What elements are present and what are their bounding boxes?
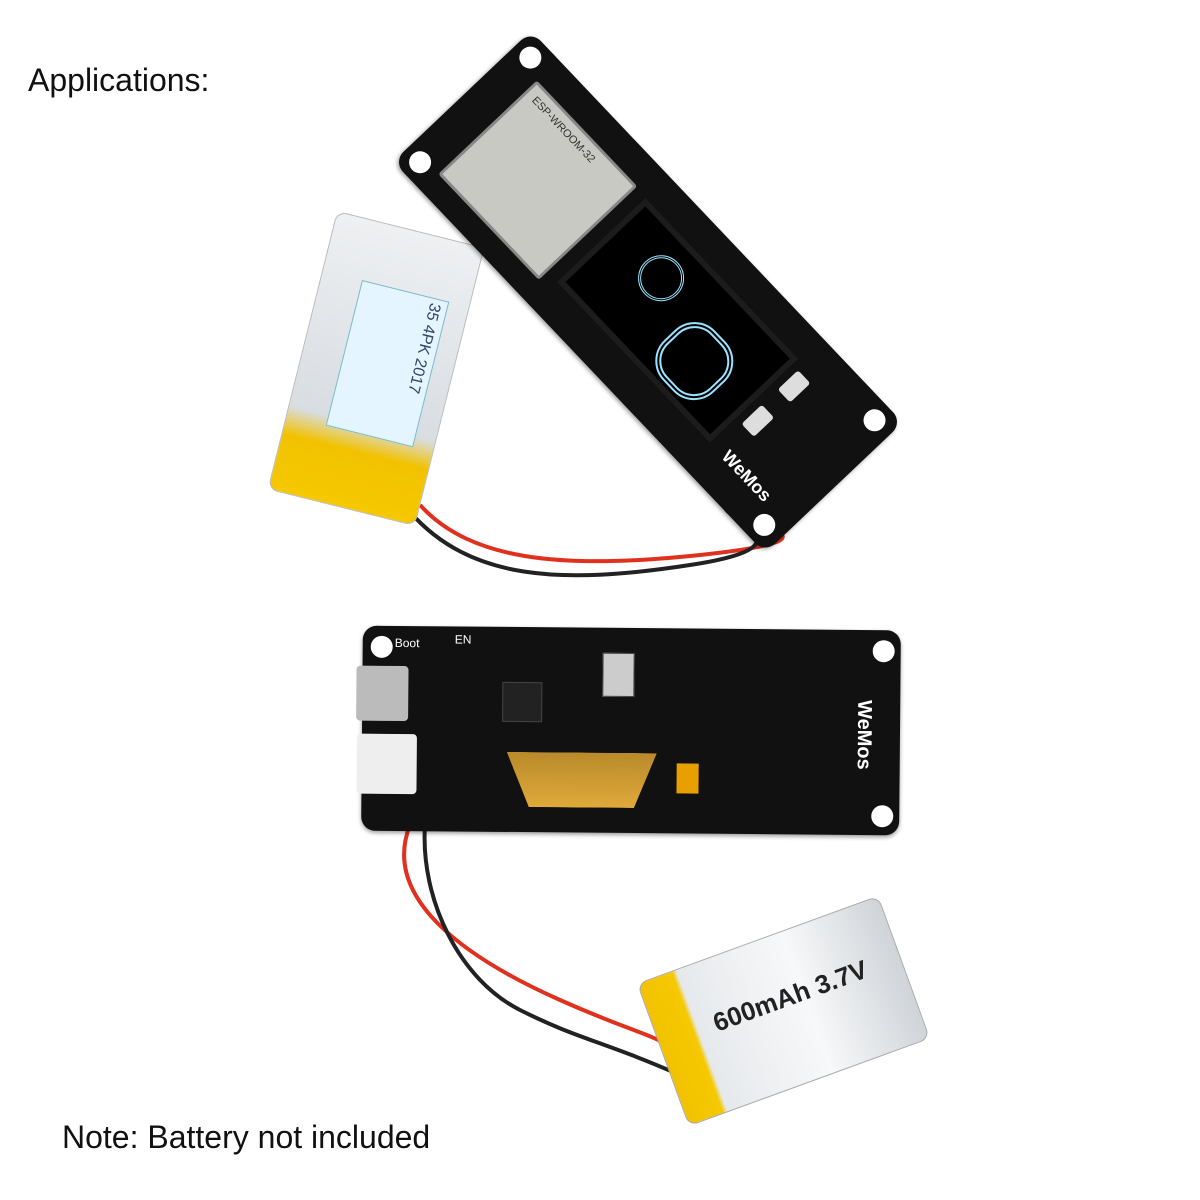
oled-ring-small (628, 245, 694, 311)
boot-label: Boot (394, 635, 420, 651)
en-button[interactable] (777, 370, 811, 403)
wemos-logo: WeMos (717, 446, 776, 506)
boot-button[interactable] (741, 404, 775, 437)
applications-caption: Applications: (28, 62, 210, 98)
regulator (602, 652, 635, 698)
oled-flex-cable (506, 752, 656, 808)
module-label: ESP-WROOM-32 (529, 94, 598, 166)
battery-note-caption: Note: Battery not included (62, 1119, 431, 1155)
usb-uart-chip (502, 681, 543, 723)
bottom-battery-label: 600mAh 3.7V (708, 954, 872, 1038)
micro-usb-port[interactable] (356, 665, 409, 722)
battery-connector (356, 733, 417, 795)
wemos-logo-back: WeMos (852, 699, 876, 770)
capacitor (676, 763, 699, 794)
top-black-wire (408, 504, 759, 578)
oled-ring-large (643, 310, 746, 413)
en-label: EN (454, 632, 472, 647)
top-battery-label: 35 4PK 2017 (325, 279, 450, 448)
bottom-black-wire (422, 824, 681, 1077)
esp32-board-back: Boot EN WeMos (356, 625, 901, 836)
